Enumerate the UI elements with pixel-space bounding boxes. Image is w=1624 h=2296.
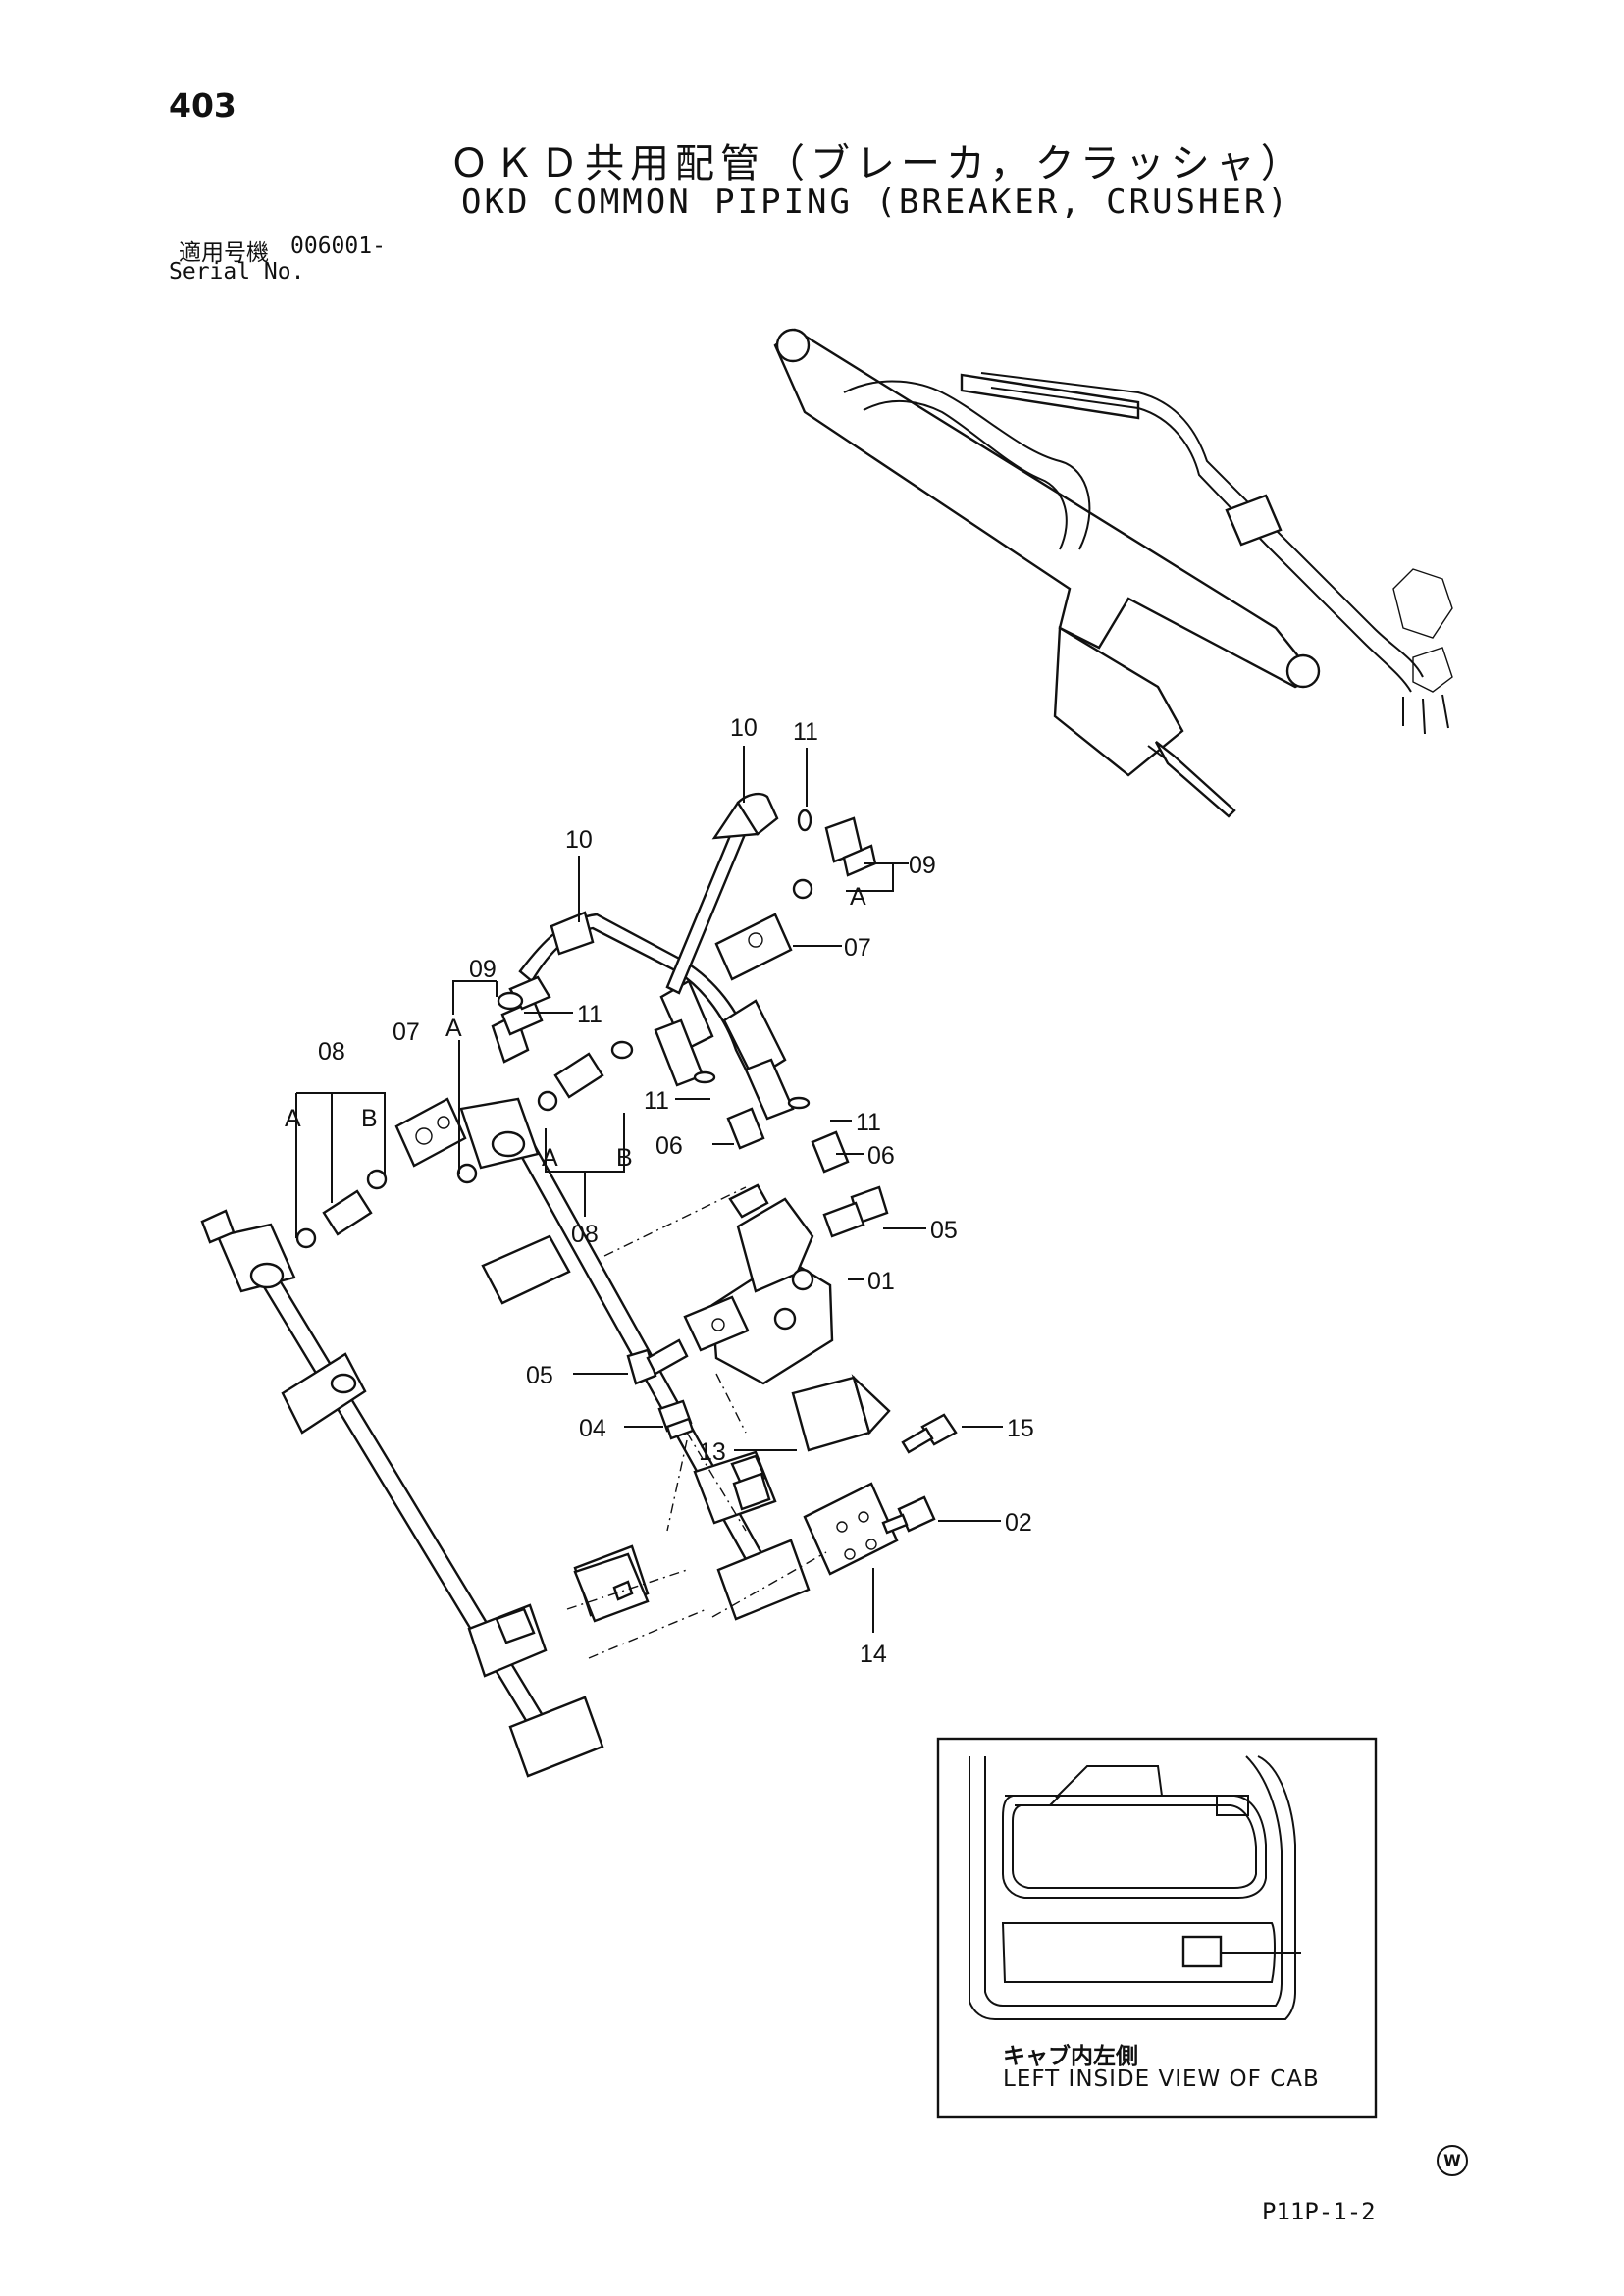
callout-05-right: 05	[930, 1217, 958, 1244]
callout-08-lower: 08	[571, 1221, 599, 1248]
callout-01: 01	[867, 1268, 895, 1295]
page-number: 403	[169, 86, 236, 125]
page-title-english: OKD COMMON PIPING (BREAKER, CRUSHER)	[461, 183, 1290, 222]
callout-a-left: A	[445, 1015, 462, 1042]
page-title-japanese: ＯＫＤ共用配管（ブレーカ，クラッシャ）	[449, 141, 1306, 186]
callout-15: 15	[1007, 1415, 1034, 1442]
callout-11-top: 11	[793, 718, 818, 746]
callout-07-right: 07	[844, 934, 871, 962]
callout-10-mid: 10	[565, 826, 593, 854]
callout-a-08: A	[285, 1105, 301, 1132]
callout-14: 14	[860, 1641, 887, 1668]
callout-leaders	[295, 746, 1003, 1633]
w-mark-icon: W	[1437, 2145, 1468, 2176]
page-code: P11P-1-2	[1262, 2198, 1376, 2225]
callout-09-right: 09	[909, 852, 936, 879]
serial-number-value: 006001-	[290, 234, 386, 259]
callout-09-left: 09	[469, 956, 497, 983]
main-piping-assembly	[200, 792, 958, 1778]
callout-13: 13	[699, 1438, 726, 1466]
callout-11-left: 11	[577, 1001, 602, 1028]
callout-a-lower: A	[542, 1144, 558, 1172]
serial-label-english: Serial No.	[169, 259, 305, 285]
callout-b-lower: B	[616, 1144, 633, 1172]
callout-a-right: A	[850, 883, 866, 911]
serial-label-japanese: 適用号機	[179, 240, 269, 266]
inset-label-english: LEFT INSIDE VIEW OF CAB	[1003, 2066, 1320, 2092]
callout-07-left: 07	[393, 1018, 420, 1046]
callout-02: 02	[1005, 1509, 1032, 1537]
inset-frame	[936, 1737, 1378, 2119]
part-18-label-plate	[1181, 1935, 1223, 1968]
callout-04: 04	[579, 1415, 606, 1442]
callout-11-mid: 11	[644, 1087, 669, 1115]
callout-06-left: 06	[655, 1132, 683, 1160]
cab-inset	[936, 1737, 1378, 2119]
callout-10-top: 10	[730, 714, 758, 742]
callout-11-right: 11	[856, 1109, 881, 1136]
callout-06-right: 06	[867, 1142, 895, 1170]
callout-05-left: 05	[526, 1362, 553, 1389]
callout-08-left: 08	[318, 1038, 345, 1066]
inset-label-japanese: キャブ内左側	[1003, 2044, 1138, 2069]
callout-b-08: B	[361, 1105, 378, 1132]
excavator-arm-illustration	[773, 328, 1453, 818]
